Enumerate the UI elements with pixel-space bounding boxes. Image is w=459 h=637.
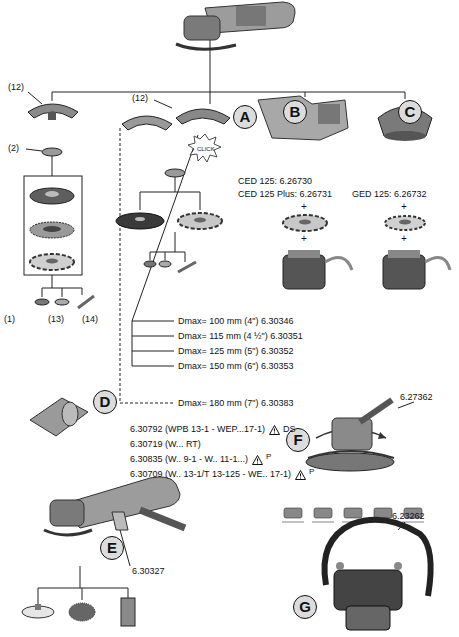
click-text: CLICK [197,144,215,155]
angle-grinder [176,2,295,92]
callout-letter-text: F [293,432,302,448]
dimension: Dmax= 100 mm (4") 6.30346 [178,316,294,327]
callout-letter-text: E [107,540,117,556]
warning-note: P [266,451,271,462]
part-number: 6.30327 [132,566,165,577]
part-number: 6.23262 [392,511,425,522]
part-number: 6.30792 (WPB 13-1 - WEP...17-1) [130,424,265,435]
part-number: 6.30835 (W.. 9-1 - W.. 11-1...) [130,454,248,465]
plus-sign: + [301,201,307,212]
dimension: Dmax= 180 mm (7") 6.30383 [178,398,294,409]
callout-letter: A [233,105,257,129]
part-number: GED 125: 6.26732 [352,189,427,200]
warning-note: DS [283,424,296,435]
part-number: 6.27362 [400,392,433,403]
callout-letter: D [93,390,117,414]
callout-letter-text: B [290,104,301,120]
callout-letter: C [398,100,422,124]
part-number: CED 125 Plus: 6.26731 [238,189,332,200]
callout-number: (12) [132,93,148,104]
callout-letter-text: A [240,109,251,125]
part-number: 6.30709 (W.. 13-1/T 13-125 - WE.. 17-1) [130,469,291,480]
callout-number: (2) [8,143,19,154]
callout-letter: E [100,536,124,560]
plus-sign: + [401,201,407,212]
callout-letter-text: C [405,104,416,120]
warning-triangle [295,470,306,480]
plus-sign: + [401,233,407,244]
dimension: Dmax= 150 mm (6") 6.30353 [178,361,294,372]
callout-letter: B [283,100,307,124]
warning-note: P [309,466,314,477]
part-number: CED 125: 6.26730 [238,176,312,187]
warning-triangle [269,425,280,435]
dimension: Dmax= 125 mm (5") 6.30352 [178,346,294,357]
warning-triangle [252,455,263,465]
callout-number: (12) [8,82,24,93]
callout-letter: G [293,595,317,619]
callout-number: (14) [82,314,98,325]
tree-lines [24,92,414,605]
part-number: 6.30719 (W... RT) [130,439,201,450]
callout-letter-text: D [100,394,111,410]
callout-letter-text: G [299,599,311,615]
dimension: Dmax= 115 mm (4 ½") 6.30351 [178,331,303,342]
plus-sign: + [301,233,307,244]
callout-number: (13) [48,314,64,325]
callout-number: (1) [4,314,15,325]
